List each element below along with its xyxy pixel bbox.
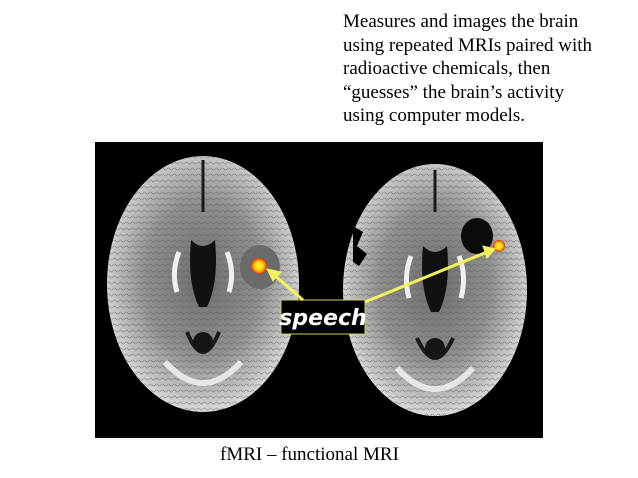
arrow-right-head: [482, 245, 496, 259]
description-line: using repeated MRIs paired with: [343, 34, 593, 56]
arrow-left: [272, 272, 304, 302]
right-brain-slice: [343, 164, 527, 416]
brain-scan-illustration: speech: [107, 156, 527, 416]
description-line: “guesses” the brain’s activity: [343, 81, 565, 103]
speech-label-box: speech: [279, 299, 367, 335]
arrow-right: [364, 250, 488, 304]
description-line: Measures and images the brain: [343, 11, 579, 32]
fmri-brain-scan-image: speech: [95, 142, 543, 438]
left-brain-slice: [107, 156, 299, 412]
description-line: using computer models.: [343, 105, 526, 126]
arrow-left-head: [266, 268, 282, 282]
figure-caption: fMRI – functional MRI: [220, 444, 399, 465]
description-text: Measures and images the brain using repe…: [343, 10, 633, 128]
speech-arrows: [266, 245, 496, 304]
speech-label: speech: [279, 306, 366, 331]
description-line: radioactive chemicals, then: [343, 58, 551, 79]
